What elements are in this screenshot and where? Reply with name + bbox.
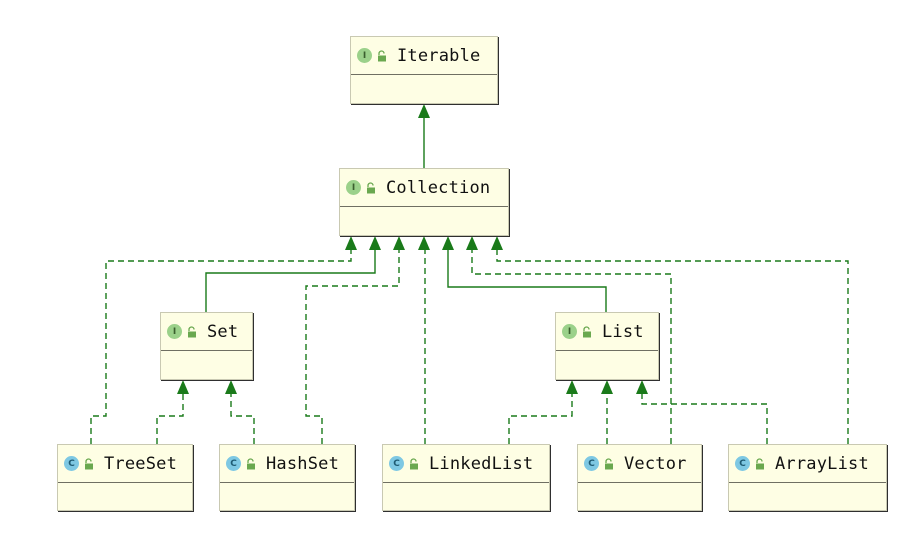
interface-icon: I [346,180,361,195]
arrowhead-collection-5 [442,236,454,250]
edge-vector-collection [471,248,672,444]
class-icon: C [64,456,79,471]
public-lock-icon [367,181,375,193]
node-name: ArrayList [775,453,869,474]
edge-treeset-set [156,392,184,444]
edge-treeset-collection [90,248,352,444]
interface-icon: I [562,324,577,339]
arrowhead-collection-2 [369,236,381,250]
public-lock-icon [756,457,764,469]
arrowhead-collection-1 [345,236,357,250]
public-lock-icon [605,457,613,469]
node-list[interactable]: I List [555,312,659,380]
node-hashset[interactable]: C HashSet [219,444,355,511]
class-icon: C [735,456,750,471]
public-lock-icon [85,457,93,469]
node-name: TreeSet [104,453,178,474]
public-lock-icon [583,325,591,337]
edge-arraylist-list [641,392,768,444]
edge-list-collection [447,248,607,312]
arrowhead-set-2 [225,380,237,394]
public-lock-icon [188,325,196,337]
arrowhead-list-2 [601,380,613,394]
class-icon: C [584,456,599,471]
node-iterable[interactable]: I Iterable [350,36,498,104]
node-name: Collection [386,177,491,198]
node-vector[interactable]: C Vector [577,444,702,511]
class-icon: C [226,456,241,471]
node-name: LinkedList [429,453,534,474]
public-lock-icon [410,457,418,469]
node-linkedlist[interactable]: C LinkedList [382,444,550,511]
edge-hashset-collection [305,248,400,444]
node-name: List [602,321,644,342]
edge-hashset-set [230,392,255,444]
node-treeset[interactable]: C TreeSet [57,444,193,511]
class-icon: C [389,456,404,471]
node-set[interactable]: I Set [160,312,253,380]
arrowhead-set-1 [177,380,189,394]
arrowhead-iterable [418,104,430,118]
node-name: Iterable [397,45,481,66]
edge-set-collection [205,248,376,312]
interface-icon: I [357,48,372,63]
arrowhead-list-3 [636,380,648,394]
arrowhead-collection-3 [393,236,405,250]
node-arraylist[interactable]: C ArrayList [728,444,887,511]
public-lock-icon [247,457,255,469]
node-name: HashSet [266,453,340,474]
edge-arraylist-collection [496,248,849,444]
public-lock-icon [378,49,386,61]
node-name: Vector [624,453,687,474]
arrowhead-collection-4 [418,236,430,250]
node-collection[interactable]: I Collection [339,168,509,236]
arrowhead-list-1 [566,380,578,394]
edge-linkedlist-list [508,392,573,444]
interface-icon: I [167,324,182,339]
arrowhead-collection-7 [491,236,503,250]
arrowhead-collection-6 [466,236,478,250]
node-name: Set [207,321,239,342]
